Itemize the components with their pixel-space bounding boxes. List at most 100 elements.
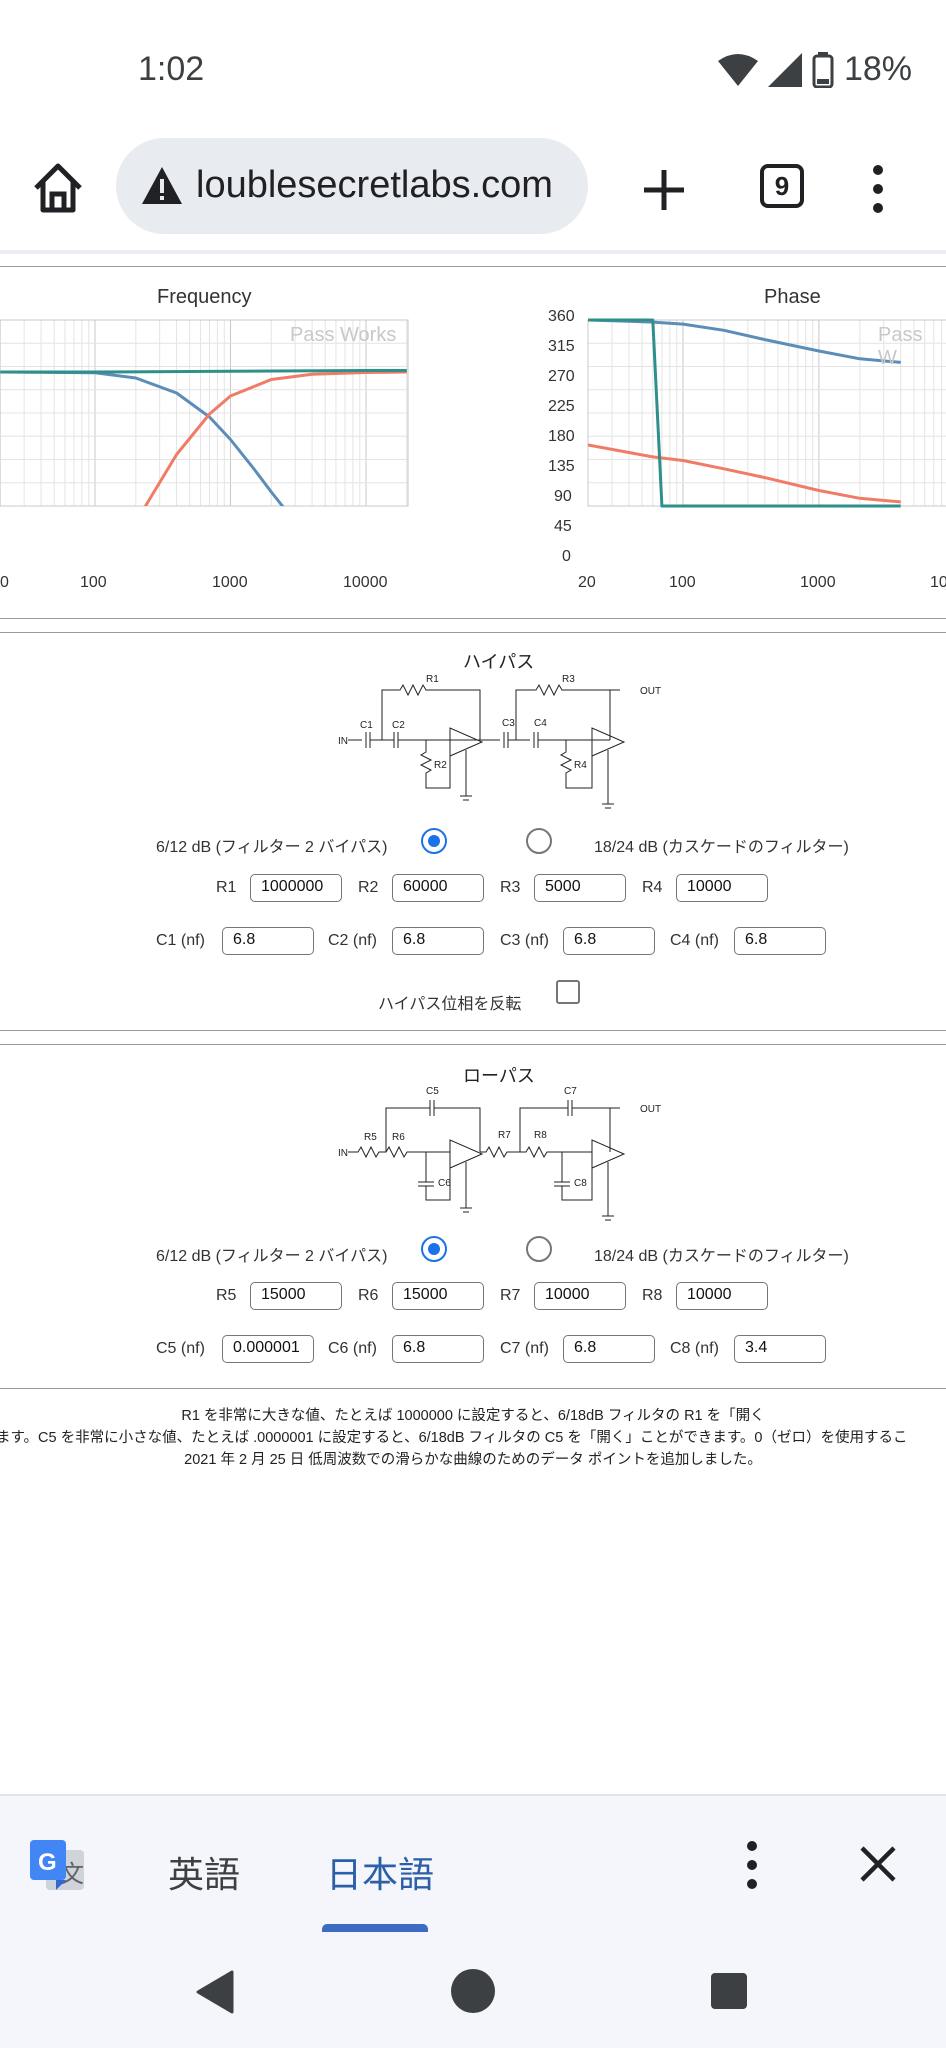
note-line: ます。C5 を非常に小さな値、たとえば .0000001 に設定すると、6/18…	[0, 1430, 908, 1446]
schematic-label: C7	[564, 1086, 577, 1097]
phase-y-tick: 0	[562, 548, 571, 565]
highpass-radio-6-12[interactable]	[421, 828, 447, 854]
phase-x-tick: 100	[669, 574, 696, 591]
r1-input[interactable]: 1000000	[250, 874, 342, 902]
lowpass-option-18-24-label: 18/24 dB (カスケードのフィルター)	[594, 1248, 849, 1265]
highpass-schematic: R1 R3 OUT C1 C2 C3 C4 IN R2 R4	[338, 674, 661, 809]
schematic-label: OUT	[640, 686, 661, 697]
divider	[0, 266, 946, 267]
plot-border	[0, 319, 409, 507]
divider	[0, 1388, 946, 1389]
lowpass-schematic: C5 C7 OUT R5 R6 R7 R8 IN C6 C8	[338, 1086, 661, 1221]
phase-chart-title: Phase	[764, 286, 821, 308]
c2-label: C2 (nf)	[328, 932, 377, 949]
series-line-2	[0, 369, 407, 374]
phase-y-tick: 360	[548, 308, 575, 325]
divider	[0, 632, 946, 633]
recents-icon[interactable]	[710, 1972, 748, 2010]
lowpass-option-6-12-label: 6/12 dB (フィルター 2 バイパス)	[156, 1248, 388, 1265]
c7-input[interactable]: 6.8	[563, 1335, 655, 1363]
r7-input[interactable]: 10000	[534, 1282, 626, 1310]
r2-label: R2	[358, 879, 379, 896]
google-translate-icon[interactable]: 文 G	[30, 1840, 86, 1896]
browser-toolbar: loublesecretlabs.com 9	[0, 130, 946, 250]
more-menu-icon[interactable]	[868, 164, 888, 214]
series-line-2	[588, 318, 901, 508]
schematic-label: C4	[534, 718, 547, 729]
new-tab-icon[interactable]	[640, 166, 688, 214]
r4-label: R4	[642, 879, 663, 896]
c2-input[interactable]: 6.8	[392, 927, 484, 955]
translate-bar: 文 G 英語 日本語	[0, 1794, 946, 1934]
r2-input[interactable]: 60000	[392, 874, 484, 902]
phase-watermark: Pass W	[878, 324, 923, 369]
schematic-label: R6	[392, 1132, 405, 1143]
series-line-0	[0, 370, 285, 506]
invert-phase-label: ハイパス位相を反転	[378, 996, 522, 1013]
address-bar[interactable]: loublesecretlabs.com	[116, 138, 588, 234]
c6-input[interactable]: 6.8	[392, 1335, 484, 1363]
r4-input[interactable]: 10000	[676, 874, 768, 902]
c3-input[interactable]: 6.8	[563, 927, 655, 955]
phase-x-tick: 1000	[800, 574, 836, 591]
schematic-label: R5	[364, 1132, 377, 1143]
schematic-label: IN	[338, 736, 348, 747]
c4-input[interactable]: 6.8	[734, 927, 826, 955]
freq-x-tick: 100	[80, 574, 107, 591]
freq-x-tick: 10000	[343, 574, 388, 591]
phase-y-tick: 180	[548, 428, 575, 445]
highpass-option-18-24-label: 18/24 dB (カスケードのフィルター)	[594, 839, 849, 856]
frequency-watermark: Pass Works	[290, 324, 397, 346]
phase-y-tick: 135	[548, 458, 575, 475]
back-icon[interactable]	[194, 1970, 234, 2014]
status-time: 1:02	[138, 50, 205, 88]
r6-input[interactable]: 15000	[392, 1282, 484, 1310]
url-text[interactable]: loublesecretlabs.com	[196, 164, 553, 206]
freq-x-tick: 1000	[212, 574, 248, 591]
toolbar-divider	[0, 250, 946, 254]
schematic-label: C5	[426, 1086, 439, 1097]
c3-label: C3 (nf)	[500, 932, 549, 949]
highpass-radio-18-24[interactable]	[526, 828, 552, 854]
warning-icon[interactable]	[140, 164, 184, 208]
target-language-tab[interactable]: 日本語	[326, 1854, 435, 1895]
phase-x-tick: 20	[578, 574, 596, 591]
schematic-label: R4	[574, 760, 587, 771]
wifi-icon	[717, 53, 758, 86]
series-line-1	[143, 370, 407, 506]
r3-input[interactable]: 5000	[534, 874, 626, 902]
battery-percent: 18%	[843, 50, 912, 88]
schematic-label: R1	[426, 674, 439, 685]
r8-input[interactable]: 10000	[676, 1282, 768, 1310]
c1-input[interactable]: 6.8	[222, 927, 314, 955]
divider	[0, 618, 946, 619]
r5-label: R5	[216, 1287, 237, 1304]
source-language-tab[interactable]: 英語	[168, 1854, 241, 1895]
highpass-title: ハイパス	[463, 652, 535, 672]
lowpass-radio-18-24[interactable]	[526, 1236, 552, 1262]
lowpass-radio-6-12[interactable]	[421, 1236, 447, 1262]
c6-label: C6 (nf)	[328, 1340, 377, 1357]
c5-label: C5 (nf)	[156, 1340, 205, 1357]
c5-input[interactable]: 0.000001	[222, 1335, 314, 1363]
tab-switcher-button[interactable]: 9	[760, 164, 804, 208]
schematic-label: R3	[562, 674, 575, 685]
selected-tab-indicator	[322, 1924, 428, 1934]
c8-input[interactable]: 3.4	[734, 1335, 826, 1363]
highpass-option-6-12-label: 6/12 dB (フィルター 2 バイパス)	[156, 839, 388, 856]
svg-text:G: G	[38, 1849, 57, 1876]
r7-label: R7	[500, 1287, 521, 1304]
translate-menu-icon[interactable]	[742, 1840, 762, 1890]
home-icon[interactable]	[30, 160, 86, 216]
note-line: 2021 年 2 月 25 日 低周波数での滑らかな曲線のためのデータ ポイント…	[184, 1452, 762, 1468]
invert-phase-checkbox[interactable]	[556, 980, 580, 1004]
series-line-1	[588, 443, 901, 504]
r5-input[interactable]: 15000	[250, 1282, 342, 1310]
home-nav-icon[interactable]	[450, 1968, 496, 2014]
schematic-label: C1	[360, 720, 373, 731]
close-icon[interactable]	[858, 1844, 898, 1884]
schematic-label: C6	[438, 1178, 451, 1189]
phase-chart	[587, 318, 946, 508]
note-line: R1 を非常に大きな値、たとえば 1000000 に設定すると、6/18dB フ…	[181, 1408, 765, 1424]
cell-signal-icon	[767, 52, 802, 87]
